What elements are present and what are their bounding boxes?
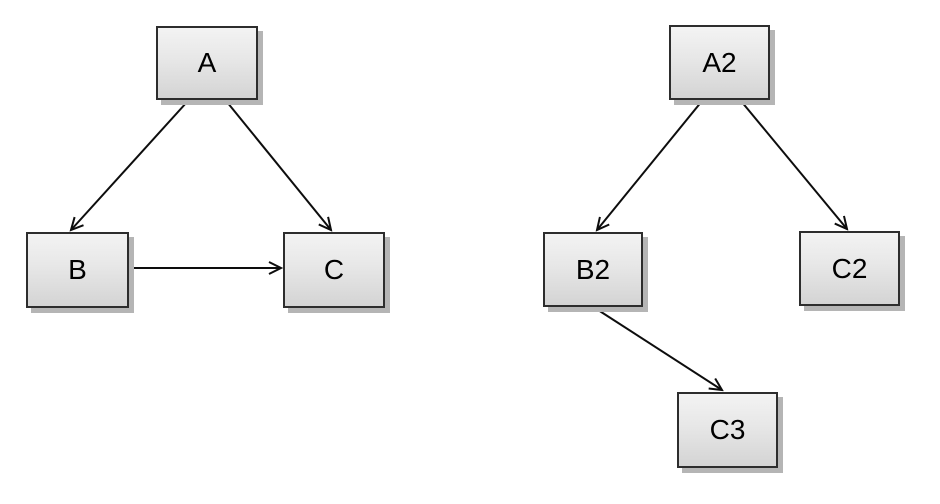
edge-B2-C3[interactable] [594, 307, 722, 390]
edge-A2-C2[interactable] [740, 100, 847, 229]
node-B2[interactable]: B2 [543, 232, 643, 307]
edge-A-B[interactable] [71, 101, 188, 230]
node-C3[interactable]: C3 [677, 392, 778, 468]
node-C3-label: C3 [709, 414, 746, 445]
node-A2-label: A2 [702, 46, 737, 78]
node-B-label: B [68, 254, 87, 285]
edge-A-C[interactable] [226, 101, 331, 230]
node-C-label: C [323, 254, 345, 285]
node-B2-label: B2 [575, 253, 611, 285]
edge-A2-B2[interactable] [597, 100, 703, 230]
node-C2[interactable]: C2 [799, 231, 900, 306]
node-B[interactable]: B [26, 232, 129, 308]
node-A[interactable]: A [156, 26, 258, 100]
node-A-label: A [197, 47, 217, 78]
node-C[interactable]: C [283, 232, 385, 308]
node-A2[interactable]: A2 [669, 25, 770, 100]
node-C2-label: C2 [831, 252, 868, 284]
